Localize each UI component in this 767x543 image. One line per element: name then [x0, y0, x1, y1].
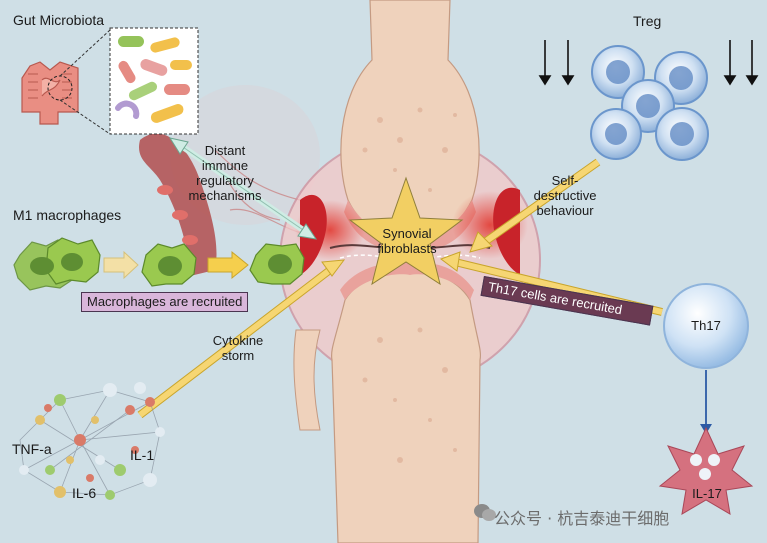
cytokine-network-icon [19, 382, 165, 500]
cytokine-storm-label: Cytokine storm [198, 333, 278, 363]
zoom-line [59, 29, 111, 77]
distant-immune-line-3: regulatory [196, 173, 254, 188]
bacteria-icon [109, 27, 199, 135]
th17-cell-label: Th17 [691, 318, 721, 333]
self-destructive-line-2: destructive [533, 188, 597, 203]
cytokine-line-2: storm [221, 348, 255, 363]
self-destructive-line-1: Self- [551, 173, 579, 188]
macrophages-recruited-box: Macrophages are recruited [81, 292, 249, 312]
distant-immune-line-2: immune [201, 158, 249, 173]
treg-cell-icon [590, 45, 709, 161]
il1-label: IL-1 [130, 447, 155, 463]
self-destructive-line-3: behaviour [536, 203, 594, 218]
il17-label: IL-17 [692, 486, 722, 501]
self-destructive-label: Self- destructive behaviour [520, 173, 610, 218]
zoom-line [59, 99, 111, 135]
self-destructive-arrow [469, 158, 601, 253]
synovial-line-1: Synovial [382, 226, 432, 241]
cytokine-line-1: Cytokine [212, 333, 264, 348]
distant-immune-line-4: mechanisms [188, 188, 262, 203]
th17-cell-icon [663, 283, 749, 369]
m1-macrophages-label: M1 macrophages [13, 207, 122, 223]
recruit-arrow [207, 250, 249, 280]
gut-microbiota-label: Gut Microbiota [13, 12, 105, 28]
th17-to-il17-arrow [700, 370, 712, 434]
intestine-icon [21, 61, 79, 125]
synovial-fibroblasts-label: Synovial fibroblasts [366, 226, 448, 256]
il17-star-icon [658, 426, 754, 515]
distant-immune-label: Distant immune regulatory mechanisms [180, 143, 270, 203]
distant-immune-line-1: Distant [204, 143, 246, 158]
macrophage-cell-icon [13, 237, 305, 291]
down-arrow-icon [538, 40, 759, 86]
distant-immune-arrow [168, 137, 318, 240]
wechat-icon [474, 504, 496, 521]
il6-label: IL-6 [72, 485, 97, 501]
tnf-a-label: TNF-a [12, 441, 52, 457]
watermark-text: 公众号 · 杭吉泰迪干细胞 [494, 509, 670, 528]
blood-vessel [139, 85, 320, 276]
recruit-arrow [103, 250, 139, 280]
cytokine-arrow [137, 259, 346, 419]
treg-label: Treg [633, 13, 662, 29]
star-icon [348, 176, 464, 286]
synovial-line-2: fibroblasts [377, 241, 437, 256]
